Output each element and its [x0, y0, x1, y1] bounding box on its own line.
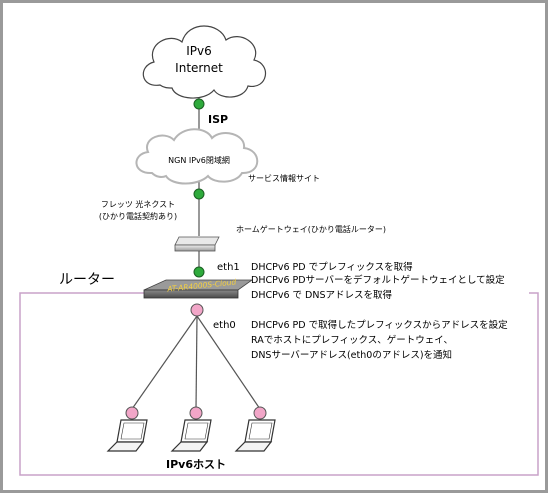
home-gateway-label: ホームゲートウェイ(ひかり電話ルーター): [236, 224, 386, 234]
host-laptop-1: [106, 406, 148, 452]
internet-label-line1: IPv6: [186, 44, 212, 58]
eth0-note-3: DNSサーバーアドレス(eth0のアドレス)を通知: [251, 349, 452, 361]
eth1-note-1: DHCPv6 PD でプレフィックスを取得: [251, 261, 413, 273]
lan-segment: [19, 292, 539, 476]
flets-label-line1: フレッツ 光ネクスト: [101, 199, 175, 209]
eth0-note-1: DHCPv6 PD で取得したプレフィックスからアドレスを設定: [251, 319, 508, 331]
flets-label-line2: (ひかり電話契約あり): [99, 211, 177, 221]
eth1-note-2: DHCPv6 PDサーバーをデフォルトゲートウェイとして設定: [251, 274, 505, 286]
link-host-3: [196, 315, 261, 410]
eth1-label: eth1: [217, 262, 240, 273]
eth0-note-2: RAでホストにプレフィックス、ゲートウェイ、: [251, 334, 453, 346]
internet-cloud: [142, 25, 267, 99]
flets-node: [193, 188, 205, 200]
link-host-2: [195, 315, 198, 410]
hosts-label: IPv6ホスト: [166, 458, 226, 471]
eth0-label: eth0: [213, 320, 236, 331]
internet-label-line2: Internet: [175, 61, 223, 75]
outer-frame: [0, 0, 548, 493]
ngn-cloud: [135, 128, 259, 185]
link-host-1: [131, 315, 198, 410]
router-title: ルーター: [59, 272, 115, 288]
eth1-node: [193, 266, 205, 278]
eth1-note-3-bg: [249, 287, 529, 300]
host-laptop-2: [170, 406, 212, 452]
isp-label: ISP: [208, 113, 228, 126]
isp-node: [193, 98, 205, 110]
home-gateway: [174, 236, 220, 252]
service-site-label: サービス情報サイト: [248, 173, 320, 183]
host-laptop-3: [234, 406, 276, 452]
router-device: AT-AR4000S-Cloud: [143, 277, 254, 299]
eth1-note-3: DHCPv6 で DNSアドレスを取得: [251, 289, 392, 301]
eth0-node: [190, 303, 204, 317]
ngn-label: NGN IPv6閉域網: [168, 155, 230, 165]
